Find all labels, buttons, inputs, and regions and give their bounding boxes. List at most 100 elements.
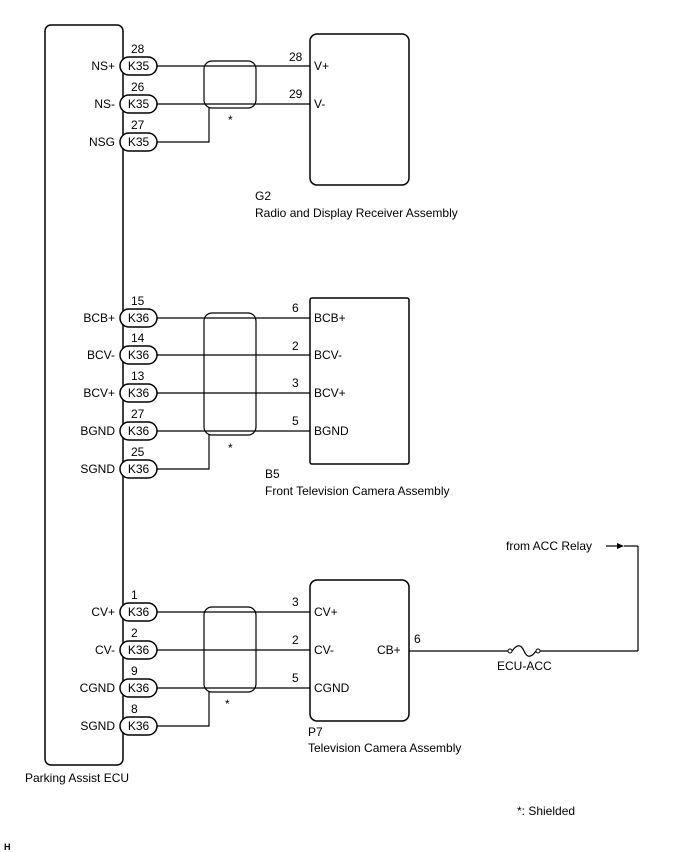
ecu-pin-name: CGND [80,681,116,695]
p7-code: P7 [308,725,323,739]
connector-code: K36 [128,348,150,362]
ecu-pin-name: NS- [94,97,115,111]
shield-g2 [203,60,257,109]
connector-code: K36 [128,386,150,400]
ecu-pin-number: 15 [131,294,145,308]
p7-name: Television Camera Assembly [308,741,461,755]
p7-pin-5: 5 [292,671,299,685]
ecu-pin-name: BCV+ [83,386,115,400]
b5-pin-5: 5 [292,414,299,428]
wire-nsg-drain [157,107,210,143]
connector-code: K36 [128,719,150,733]
shield-legend: *: Shielded [517,804,575,818]
p7-box [309,579,410,722]
ecu-pin-name: NSG [89,135,115,149]
ecu-pin-number: 13 [131,369,145,383]
p7-pin-6: 6 [414,632,421,646]
wires [157,65,639,727]
ecu-pin-name: BCV- [87,348,115,362]
wire-sgnd-drain-p7 [157,691,210,727]
ecu-pin-number: 27 [131,407,145,421]
b5-box [309,297,410,465]
ecu-pin-5: BCV+ K36 13 [83,369,158,403]
g2-pin-29: 29 [289,87,303,101]
connector-code: K36 [128,424,150,438]
ecu-pin-6: BGND K36 27 [80,407,158,441]
ecu-pin-name: BCB+ [83,311,115,325]
connector-code: K36 [128,462,150,476]
fuse-label: ECU-ACC [497,659,552,673]
b5-pin-6: 6 [292,301,299,315]
ecu-pin-name: SGND [80,719,115,733]
fuse-terminal-right [535,648,541,654]
p7-terminal-cv-minus: CV- [314,643,334,657]
ecu-pin-number: 9 [131,664,138,678]
ecu-pin-11: SGND K36 8 [80,702,158,736]
component-b5: 6 BCB+ 2 BCV- 3 BCV+ 5 BGND B5 Front Tel… [265,297,450,498]
g2-name: Radio and Display Receiver Assembly [255,206,458,220]
ecu-pin-name: NS+ [91,59,115,73]
g2-terminal-v-plus: V+ [314,59,329,73]
ecu-pin-number: 8 [131,702,138,716]
power-source: from ACC Relay [506,539,624,553]
fuse-terminal-left [507,648,513,654]
shield-mark-p7: * [225,697,230,711]
b5-terminal-bcv-plus: BCV+ [314,386,346,400]
b5-code: B5 [265,467,280,481]
ecu-pin-number: 27 [131,118,145,132]
ecu-label: Parking Assist ECU [25,771,129,785]
g2-pin-28: 28 [289,50,303,64]
ecu-pin-name: BGND [80,424,115,438]
p7-terminal-cb-plus: CB+ [377,643,401,657]
ecu-pin-name: CV- [95,643,115,657]
ecu-pin-1: NS- K35 26 [94,80,158,114]
power-source-label: from ACC Relay [506,539,592,553]
ecu-pin-number: 28 [131,42,145,56]
connector-code: K36 [128,643,150,657]
connector-code: K35 [128,135,150,149]
ecu-pin-number: 25 [131,445,145,459]
connector-code: K36 [128,311,150,325]
component-g2: 28 V+ 29 V- G2 Radio and Display Receive… [255,33,458,220]
p7-pin-3: 3 [292,595,299,609]
b5-terminal-bgnd: BGND [314,424,349,438]
b5-name: Front Television Camera Assembly [265,484,450,498]
connector-code: K35 [128,59,150,73]
shield-b5 [203,312,257,436]
ecu-pin-name: SGND [80,462,115,476]
wire-sgnd-drain-b5 [157,434,210,470]
ecu-pin-4: BCV- K36 14 [87,331,158,365]
ecu-pin-7: SGND K36 25 [80,445,158,479]
arrow-right-icon [617,543,624,549]
ecu-pin-0: NS+ K35 28 [91,42,158,76]
shield-mark-b5: * [228,441,233,455]
ecu-pin-number: 2 [131,626,138,640]
fuse-icon [511,645,537,657]
connector-code: K36 [128,605,150,619]
ecu-pin-number: 26 [131,80,145,94]
figure-code: H [4,842,11,852]
g2-code: G2 [255,189,271,203]
ecu-pin-name: CV+ [91,605,115,619]
ecu-pin-number: 1 [131,588,138,602]
p7-pin-2: 2 [292,633,299,647]
b5-terminal-bcb-plus: BCB+ [314,311,346,325]
b5-pin-3: 3 [292,376,299,390]
ecu-pin-10: CGND K36 9 [80,664,158,698]
p7-terminal-cv-plus: CV+ [314,605,338,619]
g2-box [309,33,410,186]
component-p7: 3 CV+ 2 CV- 5 CGND CB+ 6 P7 Television C… [292,579,461,755]
p7-terminal-cgnd: CGND [314,681,350,695]
ecu-pin-number: 14 [131,331,145,345]
ecu-pin-3: BCB+ K36 15 [83,294,158,328]
g2-terminal-v-minus: V- [314,97,325,111]
b5-pin-2: 2 [292,339,299,353]
connector-code: K36 [128,681,150,695]
shields: * * * [203,60,257,711]
shield-p7 [203,606,257,693]
b5-terminal-bcv-minus: BCV- [314,348,342,362]
connector-code: K35 [128,97,150,111]
fuse-ecu-acc: ECU-ACC [497,645,552,673]
